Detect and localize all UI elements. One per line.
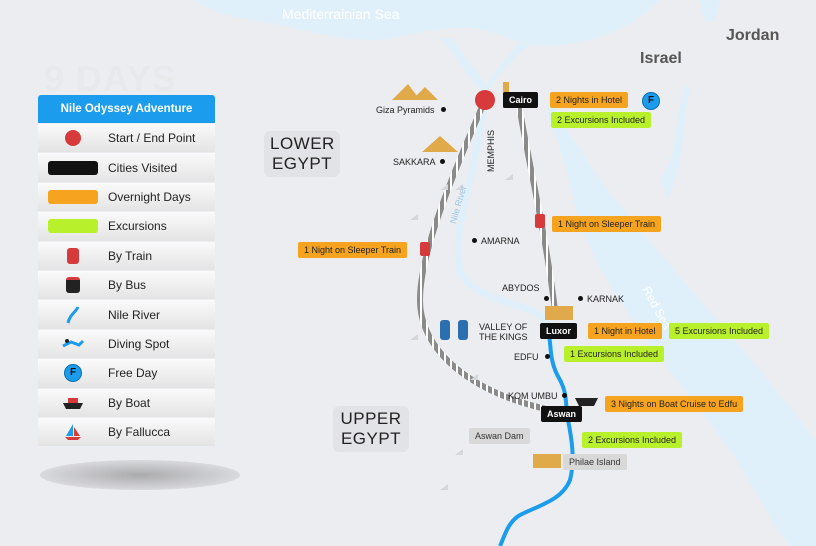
black-bar-icon — [48, 160, 98, 175]
edfu-excursions-tag: 1 Excursions Included — [564, 346, 665, 362]
lower-egypt-label: LOWER EGYPT — [264, 131, 340, 177]
giza-label: Giza Pyramids — [376, 105, 435, 115]
edfu-dot — [545, 354, 550, 359]
rail-west — [416, 98, 561, 415]
train-icon — [67, 247, 79, 264]
legend-label: Free Day — [108, 366, 158, 381]
legend-title: Nile Odyssey Adventure — [38, 95, 215, 123]
mediterranean-sea — [195, 0, 660, 46]
legend-panel: Nile Odyssey Adventure Start / End Point… — [38, 95, 215, 447]
legend-label: Excursions — [108, 219, 167, 234]
legend-label: By Bus — [108, 278, 147, 293]
free-day-icon: F — [64, 364, 82, 383]
aswan-city-tag: Aswan — [541, 406, 583, 422]
legend-item-train: By Train — [38, 241, 215, 270]
sakkara-dot — [440, 159, 445, 164]
legend-shadow — [40, 460, 240, 490]
luxor-excursions-tag: 5 Excursions Included — [669, 323, 770, 339]
kom-umbu-dot — [562, 393, 567, 398]
orange-bar-icon — [48, 189, 98, 204]
valley-of-kings-label: VALLEY OF THE KINGS — [479, 322, 528, 342]
abydos-label: ABYDOS — [502, 283, 540, 293]
start-point-marker — [475, 90, 495, 110]
upper-egypt-label: UPPER EGYPT — [333, 406, 409, 452]
legend-item-bus: By Bus — [38, 270, 215, 300]
nile-delta — [440, 38, 530, 95]
train-east-tag: 1 Night on Sleeper Train — [552, 216, 662, 232]
israel-label: Israel — [640, 50, 682, 67]
luxor-city-tag: Luxor — [540, 323, 578, 339]
bus-icon — [66, 277, 80, 294]
legend-label: Nile River — [108, 307, 161, 322]
cairo-excursions-tag: 2 Excursions Included — [551, 112, 652, 128]
sailboat-icon — [65, 424, 81, 441]
philae-island-tag: Philae Island — [563, 454, 627, 470]
legend-label: By Train — [108, 248, 153, 263]
days-watermark: 9 DAYS — [44, 58, 177, 99]
sakkara-label: SAKKARA — [393, 157, 436, 167]
cairo-nights-tag: 2 Nights in Hotel — [550, 92, 629, 108]
legend-item-nile: Nile River — [38, 300, 215, 329]
legend-item-start-end: Start / End Point — [38, 124, 215, 153]
nile-river-light — [454, 89, 556, 356]
legend-item-fallucca: By Fallucca — [38, 417, 215, 447]
diver-icon — [62, 338, 85, 348]
legend-item-excursions: Excursions — [38, 212, 215, 241]
boat-icon — [63, 397, 83, 409]
aswan-dam-tag: Aswan Dam — [469, 428, 530, 444]
train-west-tag: 1 Night on Sleeper Train — [298, 242, 408, 258]
aswan-excursions-tag: 2 Excursions Included — [582, 432, 683, 448]
edfu-label: EDFU — [514, 352, 539, 362]
legend-item-boat: By Boat — [38, 388, 215, 417]
nile-river-blue — [498, 329, 575, 546]
legend-label: Overnight Days — [108, 189, 191, 204]
luxor-night-tag: 1 Night in Hotel — [588, 323, 662, 339]
karnak-label: KARNAK — [587, 294, 625, 304]
legend-label: By Fallucca — [108, 425, 171, 440]
amarna-dot — [472, 238, 477, 243]
legend-label: Diving Spot — [108, 336, 170, 351]
legend-item-free-day: F Free Day — [38, 359, 215, 388]
river-icon — [66, 305, 80, 323]
legend-label: By Boat — [108, 395, 151, 410]
green-bar-icon — [48, 219, 98, 234]
red-dot-icon — [65, 130, 81, 147]
karnak-dot — [578, 296, 583, 301]
kom-umbu-label: KOM UMBU — [508, 391, 558, 401]
mediterranean-sea-label: Mediterrainian Sea — [282, 6, 400, 22]
giza-dot — [441, 107, 446, 112]
amarna-label: AMARNA — [481, 236, 520, 246]
legend-label: Start / End Point — [108, 131, 196, 146]
cruise-tag: 3 Nights on Boat Cruise to Edfu — [605, 396, 744, 412]
cairo-city-tag: Cairo — [503, 92, 539, 108]
rail-east — [515, 99, 558, 311]
free-day-icon: F — [642, 92, 660, 110]
legend-item-diving: Diving Spot — [38, 329, 215, 359]
abydos-dot — [544, 296, 549, 301]
memphis-label: MEMPHIS — [486, 129, 496, 172]
legend-item-cities: Cities Visited — [38, 153, 215, 182]
legend-label: Cities Visited — [108, 160, 178, 175]
jordan-label: Jordan — [726, 27, 780, 44]
legend-item-overnight: Overnight Days — [38, 182, 215, 212]
